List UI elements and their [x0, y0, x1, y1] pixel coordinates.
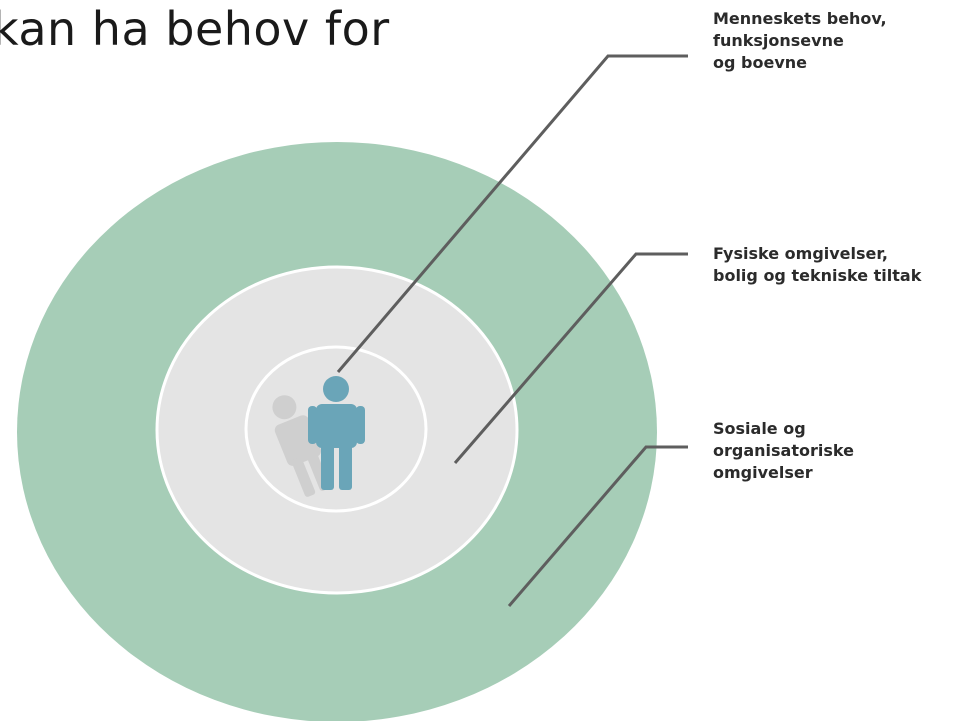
label-line: funksjonsevne: [713, 31, 844, 50]
leader-line-2: [453, 252, 688, 464]
label-physical-environment: Fysiske omgivelser, bolig og tekniske ti…: [713, 243, 921, 287]
label-line: omgivelser: [713, 463, 813, 482]
leader-line-1: [336, 54, 688, 373]
label-line: Fysiske omgivelser,: [713, 244, 889, 263]
page-heading: kan ha behov for: [0, 2, 390, 56]
label-personal-needs: Menneskets behov, funksjonsevne og boevn…: [713, 8, 887, 74]
label-line: Menneskets behov,: [713, 9, 887, 28]
label-social-environment: Sosiale og organisatoriske omgivelser: [713, 418, 854, 484]
leader-line-3: [507, 445, 688, 607]
label-line: og boevne: [713, 53, 807, 72]
inner-ring: [244, 345, 428, 513]
label-line: bolig og tekniske tiltak: [713, 266, 922, 285]
person-shadow: [272, 395, 331, 497]
person-icon: [308, 376, 365, 490]
label-line: organisatoriske: [713, 441, 854, 460]
label-line: Sosiale og: [713, 419, 806, 438]
